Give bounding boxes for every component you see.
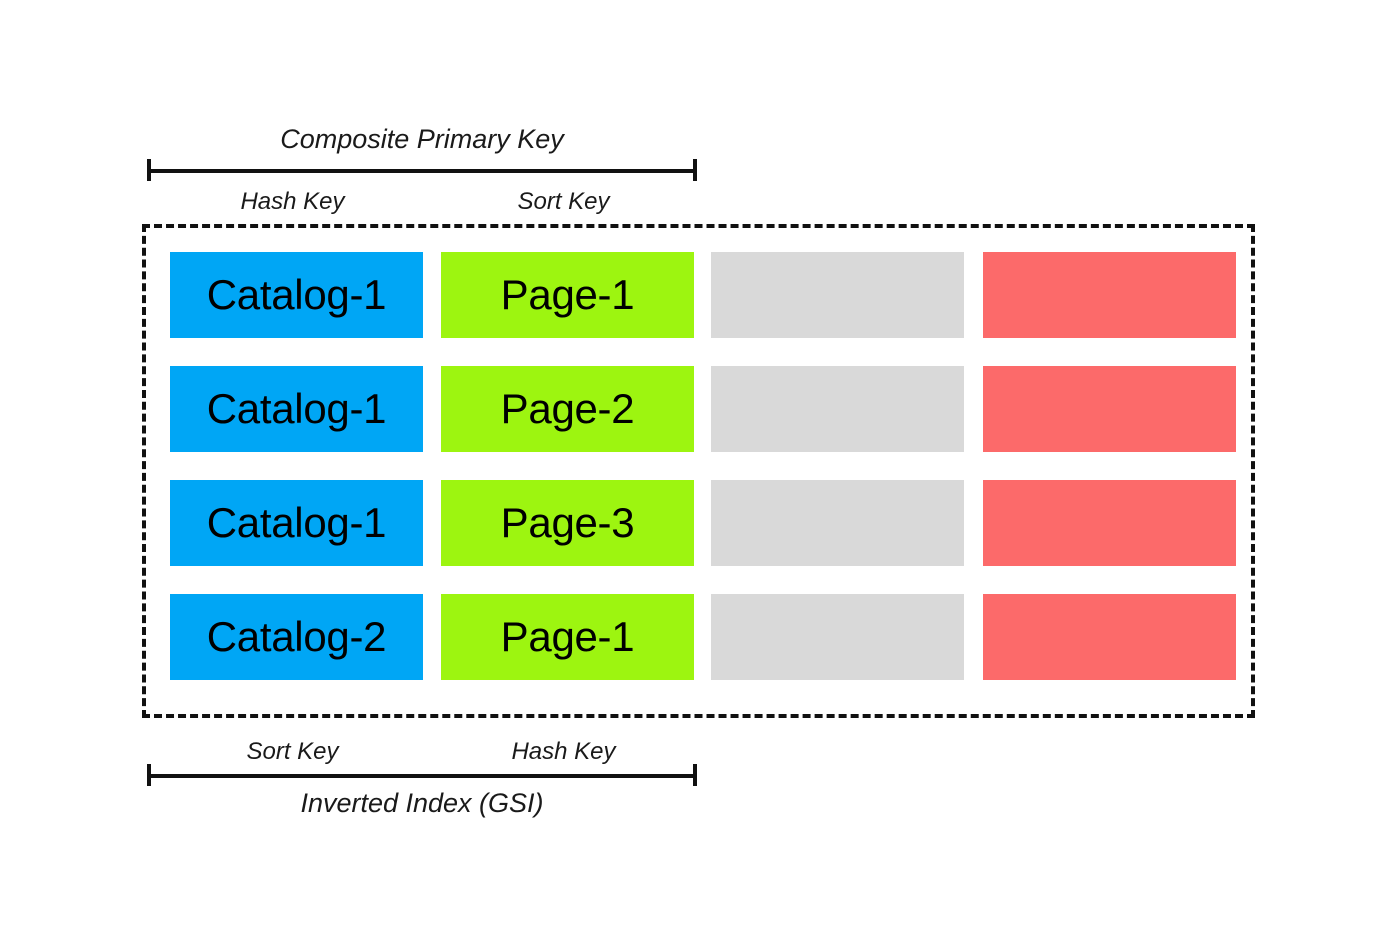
cell-attribute-1[interactable] <box>711 480 964 566</box>
table-row: Catalog-1 Page-1 <box>146 252 1251 338</box>
cell-attribute-2[interactable] <box>983 480 1236 566</box>
cell-hash-key[interactable]: Catalog-2 <box>170 594 423 680</box>
cell-sort-key[interactable]: Page-1 <box>441 594 694 680</box>
table-row: Catalog-1 Page-2 <box>146 366 1251 452</box>
cell-sort-key[interactable]: Page-2 <box>441 366 694 452</box>
cell-attribute-1[interactable] <box>711 252 964 338</box>
bracket-tick-right <box>693 764 697 786</box>
bottom-label-hash-key: Hash Key <box>511 738 616 765</box>
cell-value: Catalog-1 <box>206 271 387 318</box>
bottom-label-sort-key: Sort Key <box>246 738 339 765</box>
dynamodb-table: Catalog-1 Page-1 Catalog-1 Page-2 <box>142 224 1255 718</box>
top-label-sort-key: Sort Key <box>517 188 610 215</box>
cell-attribute-1[interactable] <box>711 366 964 452</box>
cell-sort-key[interactable]: Page-3 <box>441 480 694 566</box>
cell-value: Catalog-1 <box>206 499 387 546</box>
composite-primary-key-title: Composite Primary Key <box>280 124 564 154</box>
cell-hash-key[interactable]: Catalog-1 <box>170 480 423 566</box>
cell-sort-key[interactable]: Page-1 <box>441 252 694 338</box>
bracket-tick-right <box>693 159 697 181</box>
cell-attribute-2[interactable] <box>983 252 1236 338</box>
cell-value: Catalog-1 <box>206 385 387 432</box>
bracket-bar <box>147 774 697 778</box>
cell-value: Page-1 <box>500 613 635 660</box>
cell-value: Page-3 <box>500 499 635 546</box>
table-row: Catalog-2 Page-1 <box>146 594 1251 680</box>
composite-primary-key-bracket <box>147 159 697 181</box>
cell-attribute-2[interactable] <box>983 594 1236 680</box>
cell-hash-key[interactable]: Catalog-1 <box>170 366 423 452</box>
inverted-index-bracket <box>147 764 697 786</box>
cell-attribute-2[interactable] <box>983 366 1236 452</box>
top-label-hash-key: Hash Key <box>240 188 345 215</box>
cell-value: Page-2 <box>500 385 635 432</box>
inverted-index-title: Inverted Index (GSI) <box>300 788 544 818</box>
cell-value: Catalog-2 <box>206 613 387 660</box>
cell-hash-key[interactable]: Catalog-1 <box>170 252 423 338</box>
cell-value: Page-1 <box>500 271 635 318</box>
cell-attribute-1[interactable] <box>711 594 964 680</box>
bracket-bar <box>147 169 697 173</box>
table-row: Catalog-1 Page-3 <box>146 480 1251 566</box>
